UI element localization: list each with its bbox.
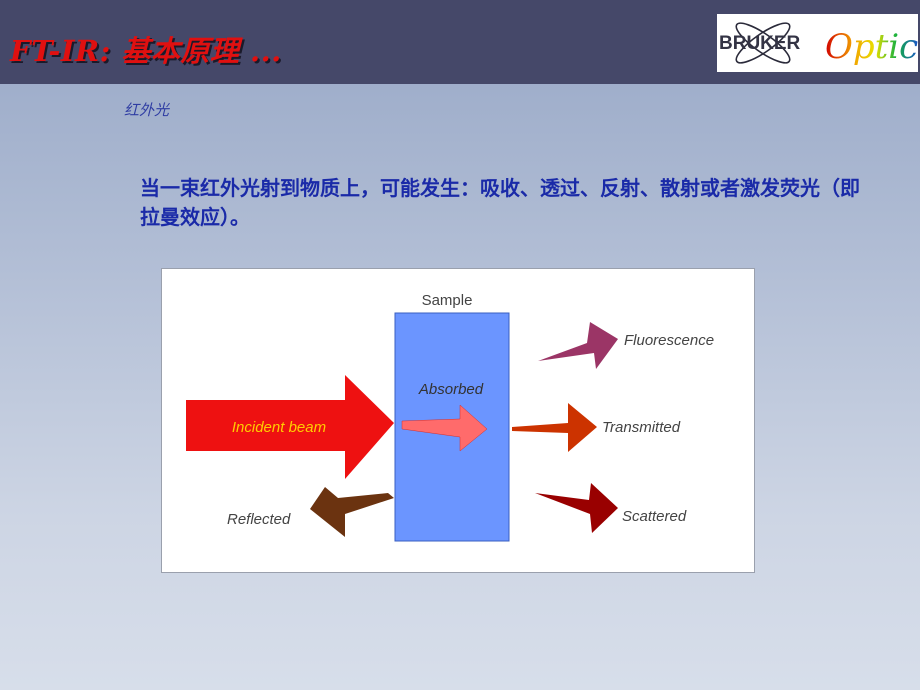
logo-brand: BRUKER xyxy=(719,33,801,54)
absorbed-arrow xyxy=(401,404,488,452)
body-text: 当一束红外光射到物质上，可能发生：吸收、透过、反射、散射或者激发荧光（即拉曼效应… xyxy=(140,176,860,229)
ir-interaction-diagram: Sample Incident beam Absorbed Fluorescen… xyxy=(161,268,755,573)
atom-icon xyxy=(735,22,791,64)
reflected-label: Reflected xyxy=(227,511,291,528)
logo-sub: Optics xyxy=(825,27,918,67)
scattered-label: Scattered xyxy=(622,508,687,525)
incident-beam-arrow xyxy=(186,375,394,479)
fluorescence-label: Fluorescence xyxy=(624,332,714,349)
fluorescence-arrow xyxy=(538,322,618,369)
section-label: 红外光 xyxy=(124,101,170,119)
incident-beam-label: Incident beam xyxy=(232,419,326,436)
sample-label: Sample xyxy=(422,292,473,309)
absorbed-label: Absorbed xyxy=(418,381,484,398)
logo-graphic: BRUKER Optics xyxy=(719,22,920,67)
transmitted-arrow xyxy=(512,403,597,452)
slide-title: FT-IR: 基本原理 ... xyxy=(10,34,282,68)
scattered-arrow xyxy=(535,483,618,533)
reflected-arrow xyxy=(310,487,394,537)
transmitted-label: Transmitted xyxy=(602,419,681,436)
bruker-optics-logo: BRUKER Optics xyxy=(717,14,920,72)
